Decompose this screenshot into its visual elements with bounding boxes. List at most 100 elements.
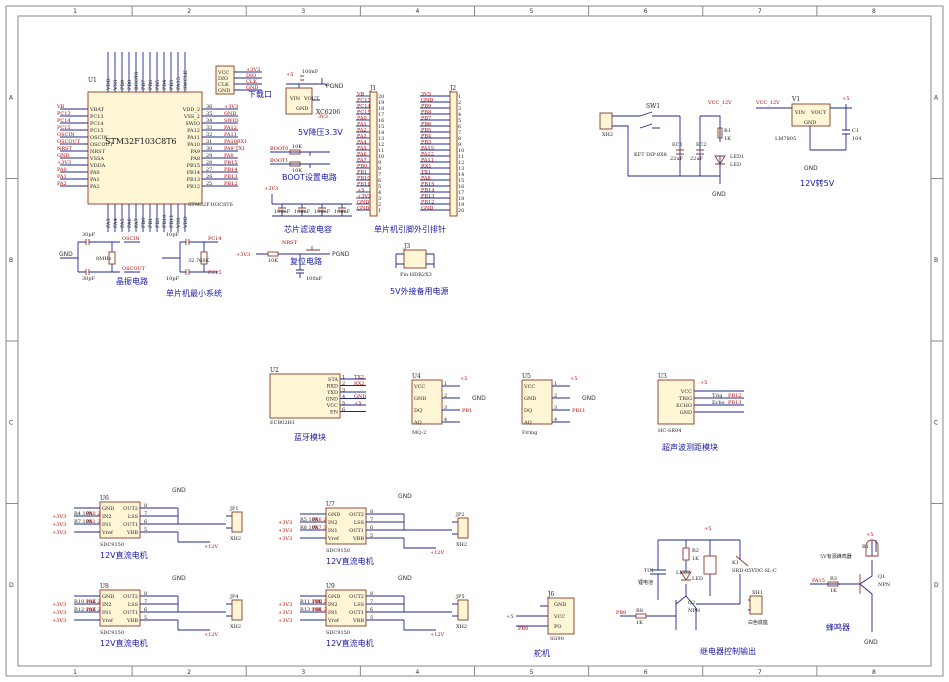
motor-right-num: 7 [370, 599, 373, 605]
motor-rail: +3V3 [278, 520, 292, 526]
j1-pin-num: 19 [378, 100, 384, 106]
motor-right-num: 6 [370, 607, 373, 613]
j1-net: GND [357, 200, 369, 206]
j2-pin-num: 12 [458, 160, 464, 166]
ldo-pin-vout: VOUT [303, 96, 320, 102]
mcu-left-net: PA1 [57, 174, 67, 180]
row-label-left: A [9, 94, 14, 101]
buzzer-r [827, 581, 839, 587]
ldo-net-3v3: 3V3 [318, 114, 328, 120]
motor-r2: R7 10K [74, 519, 93, 525]
relay-vcc: +5 [704, 526, 711, 532]
motor-right-num: 8 [144, 591, 147, 597]
mq2-body [411, 379, 443, 425]
net-nrst: NRST [282, 240, 298, 246]
mq2-gnd: GND [472, 395, 486, 402]
bt-title: 蓝牙模块 [294, 432, 326, 442]
crystal-title: 晶振电路 [116, 276, 148, 286]
fire-pin-name: DQ [524, 408, 532, 414]
sonic-pin-name: GND [680, 410, 692, 416]
motor-left-pin: IN2 [328, 520, 338, 526]
col-label-top: 2 [187, 8, 191, 15]
motor-right-pin: OUT2 [123, 594, 138, 600]
mcu-right-pin-name: VDD_2 [182, 107, 200, 113]
mcu-left-pin-name: PA2 [90, 184, 100, 190]
sonic-part: HC-SR04 [658, 428, 681, 434]
sonic-pin-name: ECHO [676, 403, 692, 409]
col-label-top: 4 [415, 8, 419, 15]
mcu-left-net: NRST [57, 146, 73, 152]
bt-net: GND [354, 394, 366, 400]
j1-net: PC13 [357, 98, 371, 104]
mcu-bottom-pin-name: PA5 [120, 218, 126, 228]
mq2-ref: U4 [412, 373, 421, 380]
rtc-cap-wires [180, 241, 196, 273]
j3-wires [395, 253, 435, 268]
row-label-right: C [934, 419, 938, 426]
motor-connector-part: XH2 [456, 542, 467, 548]
col-label-top: 1 [73, 8, 77, 15]
j2-pin-num: 5 [458, 118, 461, 124]
bt-net: +5 [354, 401, 361, 407]
boot-r2-val: 10K [292, 168, 302, 174]
mcu-right-net: PA11 [224, 132, 237, 138]
boot-r1 [289, 149, 301, 155]
motor-in1: PA0 2 [86, 511, 100, 517]
motor-left-pin: GND [328, 594, 340, 600]
sw1-part: KFT DIP-8X8 [634, 152, 667, 158]
j2-net: GND [421, 206, 433, 212]
crystal-cap-wires [78, 241, 96, 273]
col-label-top: 6 [644, 8, 648, 15]
mcu-bottom-pin-name: VDD [183, 216, 189, 229]
mcu-right-net: PB14 [224, 167, 237, 173]
col-label-bottom: 4 [415, 669, 419, 676]
decoupling-cap-value: 100nF [294, 209, 311, 215]
net-oscout: OSCOUT [122, 266, 146, 272]
buzzer-q-ref: Q1 [878, 574, 885, 580]
j1-pin-num: 16 [378, 118, 384, 124]
buzzer-title: 蜂鸣器 [826, 622, 850, 632]
j2-pin-num: 4 [458, 112, 461, 118]
relay-k-part: SRD-05VDC-SL-C [732, 568, 777, 574]
motor-in2: PA3 3 [86, 607, 100, 613]
motor-title: 12V直流电机 [100, 550, 148, 560]
mcu-left-pin-name: PA1 [90, 177, 100, 183]
motor-driver-ref: U7 [326, 501, 335, 508]
motor-driver-body [99, 501, 141, 539]
row-label-left: D [9, 582, 14, 589]
j2-pin-num: 1 [458, 94, 461, 100]
ldo-body [285, 87, 313, 115]
motor-right-num: 7 [370, 517, 373, 523]
j1-net: PA0 [357, 116, 367, 122]
mcu-top-pin-name: PB7 [141, 80, 147, 90]
mcu-right-net: +3V3 [224, 104, 238, 110]
motor-r2: R12 10K [74, 607, 96, 613]
motor-gnd: GND [172, 487, 186, 494]
mcu-left-pin-name: VBAT [89, 107, 105, 113]
j1-pin-num: 18 [378, 106, 384, 112]
motor-left-pin: GND [102, 594, 114, 600]
r1-val: 1K [724, 136, 731, 142]
relay-led-part: LED [692, 576, 703, 582]
motor-r1: R5 10K [300, 517, 319, 523]
motor-left-pin: Vref [101, 618, 114, 624]
ldo-ref: XC6206 [316, 109, 340, 116]
motor-rail: +3V3 [52, 618, 66, 624]
boot-title: BOOT设置电路 [282, 172, 337, 182]
bt-net: TX2 [354, 375, 364, 381]
motor-right-num: 8 [144, 503, 147, 509]
mcu-right-pin-num: 27 [206, 167, 212, 173]
motor-in2: PA1 3 [86, 519, 100, 525]
power-conn-body [599, 112, 613, 130]
j2-pin-num: 20 [458, 208, 464, 214]
relay-rb-val: 1K [636, 620, 643, 626]
motor-in1: PA2 2 [86, 599, 100, 605]
motor-driver-body [325, 507, 367, 545]
debug-net: GND [246, 85, 258, 91]
j1-pin-num: 13 [378, 136, 384, 142]
power12-wires [612, 111, 721, 184]
